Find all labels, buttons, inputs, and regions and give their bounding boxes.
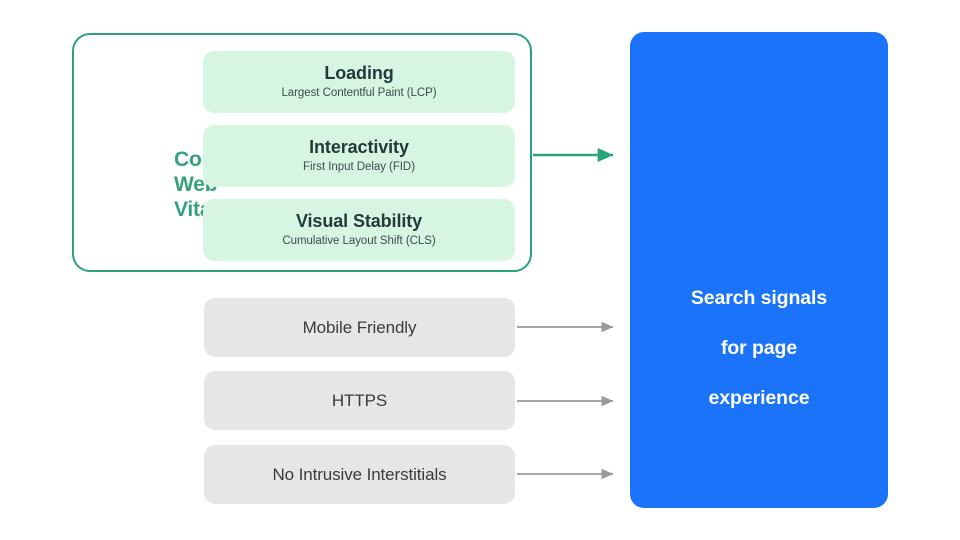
- metric-title: Loading: [324, 63, 394, 83]
- search-signals-line-1: Search signals: [690, 287, 828, 309]
- metric-subtitle: Largest Contentful Paint (LCP): [281, 87, 437, 99]
- metric-card-visual-stability: Visual Stability Cumulative Layout Shift…: [203, 199, 515, 261]
- search-signals-line-2: for page: [720, 337, 798, 359]
- metric-card-interactivity: Interactivity First Input Delay (FID): [203, 125, 515, 187]
- signal-box-mobile-friendly: Mobile Friendly: [204, 298, 515, 357]
- signal-box-https: HTTPS: [204, 371, 515, 430]
- metric-card-loading: Loading Largest Contentful Paint (LCP): [203, 51, 515, 113]
- search-signals-panel: Search signals for page experience: [630, 32, 888, 508]
- signal-box-no-intrusive-interstitials: No Intrusive Interstitials: [204, 445, 515, 504]
- search-signals-panel-text: Search signals for page experience: [630, 261, 888, 436]
- metric-subtitle: First Input Delay (FID): [303, 161, 415, 173]
- metric-subtitle: Cumulative Layout Shift (CLS): [282, 235, 436, 247]
- metric-title: Interactivity: [309, 137, 409, 157]
- metric-title: Visual Stability: [295, 211, 423, 231]
- search-signals-line-3: experience: [708, 387, 810, 409]
